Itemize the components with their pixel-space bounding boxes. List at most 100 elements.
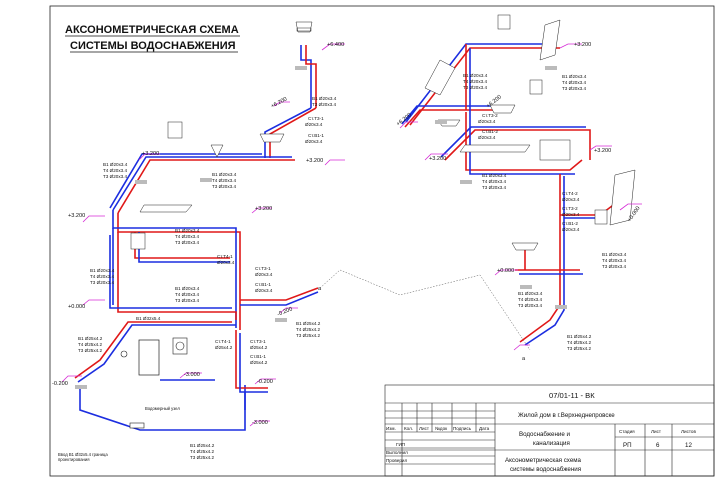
svg-text:Т3 Ø20х3.4: Т3 Ø20х3.4	[175, 298, 199, 303]
tags-right-low: В1 Ø20х3.4 Т4 Ø20х3.4 Т3 Ø20х3.4	[602, 252, 627, 269]
tb-col-1: Изм.	[386, 426, 396, 431]
svg-text:Т3 Ø20х3.4: Т3 Ø20х3.4	[312, 102, 336, 107]
tags-3200-left: В1 Ø20х3.4 Т4 Ø20х3.4 Т3 Ø20х3.4	[103, 162, 128, 179]
tags-right-25: В1 Ø25х4.2 Т4 Ø25х4.2 Т3 Ø25х4.2	[296, 321, 321, 338]
svg-text:Т3 Ø20х3.4: Т3 Ø20х3.4	[90, 280, 114, 285]
svg-text:Т3 Ø20х3.4: Т3 Ø20х3.4	[463, 85, 487, 90]
ref-letter-a-left: а	[318, 286, 322, 292]
tags-right-top: В1 Ø20х3.4 Т4 Ø20х3.4 Т3 Ø20х3.4	[463, 73, 488, 90]
level-right-3200-c: +3.200	[429, 156, 446, 162]
tags-top: В1 Ø20х3.4 Т3 Ø20х3.4	[312, 96, 337, 107]
svg-text:Т3 Ø20х3.4: Т3 Ø20х3.4	[175, 240, 199, 245]
svg-text:Ст.Т3-2: Ст.Т3-2	[562, 206, 578, 211]
svg-text:В1 Ø20х3.4: В1 Ø20х3.4	[482, 173, 507, 178]
tb-head-sheet: Лист	[651, 429, 662, 434]
tb-section-1: Водоснабжение и	[519, 431, 571, 438]
svg-text:Т3 Ø20х3.4: Т3 Ø20х3.4	[602, 264, 626, 269]
svg-text:Ø25х4.2: Ø25х4.2	[215, 345, 233, 350]
tags-right-top2: В1 Ø20х3.4 Т4 Ø20х3.4 Т3 Ø20х3.4	[562, 74, 587, 91]
svg-text:Т4 Ø20х3.4: Т4 Ø20х3.4	[482, 179, 506, 184]
svg-text:Ø20х3.4: Ø20х3.4	[562, 227, 580, 232]
tb-object: Жилой дом в г.Верхнеднепровске	[518, 412, 615, 419]
tb-col-3: Лист	[419, 426, 430, 431]
svg-text:Ст.В1-1: Ст.В1-1	[308, 133, 324, 138]
svg-text:Т3 Ø20х3.4: Т3 Ø20х3.4	[212, 184, 236, 189]
tb-sheets: 12	[685, 442, 692, 449]
svg-text:В1 Ø20х3.4: В1 Ø20х3.4	[562, 74, 587, 79]
level-m0200-a: -0.200	[52, 381, 68, 387]
tb-drawing-2: системы водоснабжения	[510, 466, 581, 473]
tags-basement-b32: В1 Ø32х5.4	[136, 316, 161, 321]
svg-text:Т4 Ø20х3.4: Т4 Ø20х3.4	[212, 178, 236, 183]
meter-note: Водомерный узел	[145, 406, 180, 411]
svg-text:Ст.Т4-1: Ст.Т4-1	[217, 254, 233, 259]
svg-text:Ø20х3.4: Ø20х3.4	[562, 212, 580, 217]
tb-col-4: №док	[435, 426, 448, 431]
left-scheme: +6.400 +3.200 +3.200 +3.200 +3.200 +0.00…	[52, 21, 345, 462]
svg-text:Т3 Ø25х4.2: Т3 Ø25х4.2	[190, 455, 214, 460]
svg-text:Т3 Ø20х3.4: Т3 Ø20х3.4	[103, 174, 127, 179]
level-m0200-b: -0.200	[257, 379, 273, 385]
svg-text:Т4 Ø20х3.4: Т4 Ø20х3.4	[562, 80, 586, 85]
svg-text:Ст.Т3-1: Ст.Т3-1	[250, 339, 266, 344]
svg-text:Ст.Т3-2: Ст.Т3-2	[482, 113, 498, 118]
dashed-link	[319, 269, 531, 351]
svg-text:Ø20х3.4: Ø20х3.4	[478, 119, 496, 124]
svg-text:Т4 Ø20х3.4: Т4 Ø20х3.4	[175, 234, 199, 239]
svg-text:В1 Ø20х3.4: В1 Ø20х3.4	[175, 228, 200, 233]
level-3200-c: +3.200	[68, 213, 85, 219]
title-block-text: 07/01-11 - ВК Жилой дом в г.Верхнеднепро…	[386, 391, 696, 473]
svg-text:Ст.В1-2: Ст.В1-2	[482, 129, 498, 134]
level-3200-d: +3.200	[255, 206, 272, 212]
tags-right-0000: В1 Ø20х3.4 Т4 Ø20х3.4 Т3 Ø20х3.4	[518, 291, 543, 308]
level-top: +6.400	[327, 42, 344, 48]
drawing-title: АКСОНОМЕТРИЧЕСКАЯ СХЕМА СИСТЕМЫ ВОДОСНАБ…	[65, 24, 240, 53]
title-line2: СИСТЕМЫ ВОДОСНАБЖЕНИЯ	[70, 40, 236, 52]
svg-text:Т4 Ø20х3.4: Т4 Ø20х3.4	[463, 79, 487, 84]
level-3200-a: +3.200	[142, 151, 159, 157]
svg-text:Ø20х3.4: Ø20х3.4	[305, 139, 323, 144]
svg-text:Ст.Т3-1: Ст.Т3-1	[255, 266, 271, 271]
ref-letter-a-right: а	[522, 356, 526, 362]
svg-text:В1 Ø20х3.4: В1 Ø20х3.4	[175, 286, 200, 291]
tags-mid-block: В1 Ø20х3.4 Т4 Ø20х3.4 Т3 Ø20х3.4	[175, 228, 200, 245]
sheet-frame	[49, 5, 715, 477]
svg-text:Ст.В1-1: Ст.В1-1	[250, 354, 266, 359]
tags-right-25: В1 Ø25х4.2 Т4 Ø25х4.2 Т3 Ø25х4.2	[567, 334, 592, 351]
svg-text:Ø20х3.4: Ø20х3.4	[305, 122, 323, 127]
svg-text:Ст.Т4-2: Ст.Т4-2	[562, 191, 578, 196]
svg-text:Т3 Ø20х3.4: Т3 Ø20х3.4	[518, 303, 542, 308]
svg-text:В1 Ø20х3.4: В1 Ø20х3.4	[212, 172, 237, 177]
svg-text:Т4 Ø25х4.2: Т4 Ø25х4.2	[296, 327, 320, 332]
title-line1: АКСОНОМЕТРИЧЕСКАЯ СХЕМА	[65, 24, 239, 36]
tb-head-sheets: Листов	[681, 429, 696, 434]
svg-text:Т4 Ø20х3.4: Т4 Ø20х3.4	[518, 297, 542, 302]
tb-col-2: Кол.	[404, 426, 413, 431]
svg-text:В1 Ø20х3.4: В1 Ø20х3.4	[518, 291, 543, 296]
tags-right-mid: В1 Ø20х3.4 Т4 Ø20х3.4 Т3 Ø20х3.4	[482, 173, 507, 190]
tags-right-riser-top: Ст.Т3-2 Ø20х3.4 Ст.В1-2 Ø20х3.4	[478, 113, 498, 140]
tb-col-5: Подпись	[453, 426, 472, 431]
svg-text:В1 Ø25х4.2: В1 Ø25х4.2	[78, 336, 103, 341]
level-m0200-c: -0.200	[277, 306, 294, 318]
svg-text:Ø25х4.2: Ø25х4.2	[250, 360, 268, 365]
level-right-0000: +0.000	[497, 268, 514, 274]
svg-text:Ст.Т3-1: Ст.Т3-1	[308, 116, 324, 121]
svg-text:Ст.В1-2: Ст.В1-2	[562, 221, 578, 226]
level-3200-b: +3.200	[306, 158, 323, 164]
svg-text:Т4 Ø20х3.4: Т4 Ø20х3.4	[602, 258, 626, 263]
svg-text:Ст.В1-1: Ст.В1-1	[255, 282, 271, 287]
right-scheme: +3.200 +3.200 +3.200 +0.000 +6.200 +6.20…	[396, 14, 642, 362]
tb-code: 07/01-11 - ВК	[549, 391, 595, 400]
svg-text:Т3 Ø25х4.2: Т3 Ø25х4.2	[78, 348, 102, 353]
svg-text:Ø20х3.4: Ø20х3.4	[562, 197, 580, 202]
svg-text:Ø20х3.4: Ø20х3.4	[255, 272, 273, 277]
svg-text:Т3 Ø25х4.2: Т3 Ø25х4.2	[296, 333, 320, 338]
svg-text:Ø20х3.4: Ø20х3.4	[255, 288, 273, 293]
level-m3000-b: -3.000	[252, 420, 268, 426]
tb-role-1: ГИП	[396, 442, 405, 447]
svg-text:Т4 Ø20х3.4: Т4 Ø20х3.4	[175, 292, 199, 297]
title-block	[384, 384, 715, 477]
tb-drawing-1: Аксонометрическая схема	[505, 457, 582, 464]
